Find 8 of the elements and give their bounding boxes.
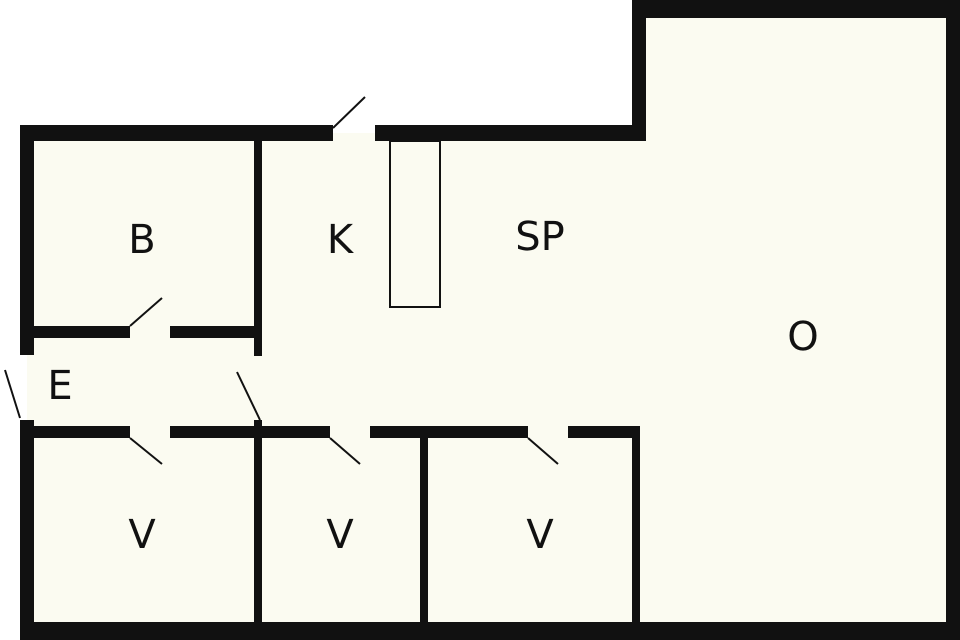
room-label: K <box>326 220 354 260</box>
room-label: B <box>128 220 156 260</box>
room-label: SP <box>515 217 565 257</box>
room-label: O <box>787 317 819 357</box>
room-label: V <box>326 515 354 555</box>
room-label: V <box>128 515 156 555</box>
room-label: E <box>47 366 73 406</box>
room-label: V <box>526 515 554 555</box>
